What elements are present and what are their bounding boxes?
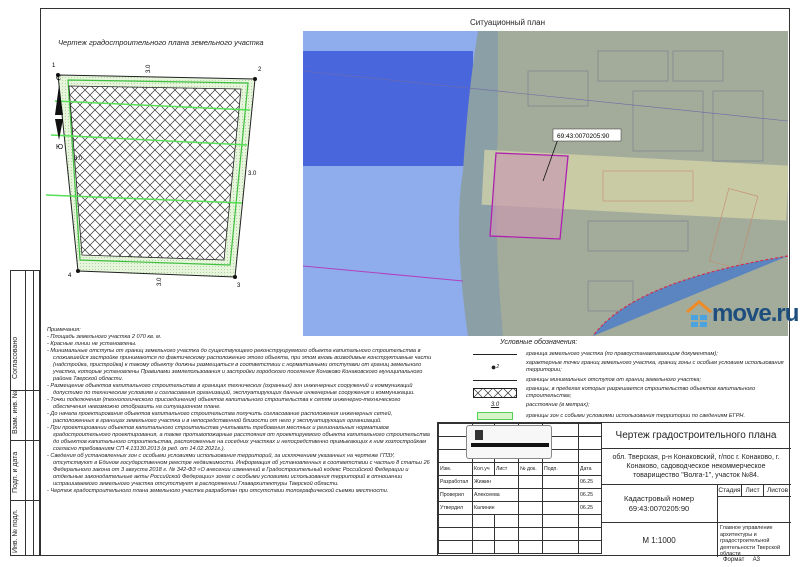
point-label: 3: [237, 283, 241, 289]
offset-label: 3.0: [248, 171, 257, 177]
north-arrow-icon: [55, 85, 63, 115]
watermark-house-icon: [686, 300, 712, 327]
zone-circle: [592, 255, 788, 336]
point-label: 1: [52, 63, 56, 69]
approval-strip: Согласовано Взам. инв. № Подп. и дата Ин…: [10, 270, 41, 556]
north-label: С: [56, 75, 61, 82]
strip-divider: [25, 271, 26, 555]
legend-item: границы, в пределах которых разрешается …: [470, 386, 788, 399]
strip-label-replace: Взам. инв. №: [12, 390, 19, 434]
strip-divider: [33, 271, 34, 555]
legend-title: Условные обозначения:: [500, 339, 578, 346]
zone-boundary: [67, 79, 249, 266]
notes-title: Примечания:: [47, 327, 81, 333]
south-label: Ю: [56, 144, 63, 151]
point-label: 2: [258, 67, 262, 73]
note-item: - Размещение объектов капитального строи…: [47, 383, 415, 396]
note-item: - При проектировании объектов капитально…: [47, 425, 430, 452]
label-leader: [542, 138, 559, 182]
strip-label-agreed: Согласовано: [12, 336, 19, 379]
situation-map: 69:43:0070205:90: [303, 31, 788, 336]
format: Формат А3: [723, 557, 761, 563]
strip-label-inv: Инв. № подл.: [12, 509, 19, 553]
legend-item: границы минимальных отступов от границ з…: [470, 375, 788, 385]
map-title: Ситуационный план: [470, 18, 546, 27]
note-item: - Красные линии не установлены.: [47, 341, 137, 347]
note-item: - Минимальные отступы от границ земельно…: [47, 348, 432, 382]
legend: Условные обозначения: граница земельного…: [470, 337, 788, 422]
point-label: 4: [68, 273, 72, 279]
strip-label-sign: Подп. и дата: [12, 451, 19, 493]
offset-label: 3.0: [157, 277, 163, 286]
organization: Главное управление архитектуры и градост…: [720, 525, 781, 557]
distance-icon: 3.0: [490, 402, 500, 408]
zone-line: [50, 134, 248, 146]
document-title: Чертеж градостроительного плана: [601, 423, 791, 449]
target-parcel: [489, 152, 569, 240]
strip-cell: [11, 271, 41, 391]
scale: М 1:1000: [601, 523, 718, 557]
watermark: move.ru: [712, 300, 799, 327]
note-item: - Точки подключения (технологического пр…: [47, 397, 401, 410]
point-icon: ●2: [490, 361, 500, 372]
strip-cell: [11, 441, 41, 501]
note-item: - До начала проектирования объектов капи…: [47, 411, 393, 424]
zone-line: [54, 100, 251, 111]
building-zone-hatch: [69, 86, 241, 260]
hatch-icon: [473, 387, 517, 398]
stage-cells: Стадия Лист Листов: [718, 485, 791, 523]
legend-item: границы зон с собыми условиями использов…: [470, 411, 788, 421]
legend-item: граница земельного участка (по правоуста…: [470, 349, 788, 359]
parcel-line-icon: [473, 353, 517, 355]
parcel-drawing: 1 2 3 4 3.0 3.0 3.0 3.0 С Ю: [45, 63, 262, 289]
parcel-label: 69:43:0070205:90: [557, 133, 610, 140]
south-arrow-icon: [55, 119, 63, 140]
zone-swatch-icon: [477, 412, 513, 420]
strip-cell: [11, 391, 41, 441]
offset-line-icon: [473, 379, 517, 381]
drawing-frame: [40, 8, 790, 556]
digital-signature-stamp: [466, 425, 552, 459]
note-item: - Чертеж градостроительного плана земель…: [47, 488, 389, 494]
zone-line: [45, 194, 243, 204]
notes: Примечания: - Площадь земельного участка…: [47, 327, 433, 495]
note-item: - Сведения об установленных зон с особым…: [47, 453, 430, 487]
offset-label: 3.0: [74, 156, 83, 162]
boundary-points: [56, 73, 257, 279]
address: обл. Тверская, р-н Конаковский, г/пос г.…: [601, 449, 791, 485]
drawing-title: Чертеж градостроительного плана земельно…: [58, 38, 264, 47]
water-area: [303, 51, 473, 166]
offset-label: 3.0: [146, 64, 152, 73]
note-item: - Площадь земельного участка 2 070 кв. м…: [47, 334, 162, 340]
